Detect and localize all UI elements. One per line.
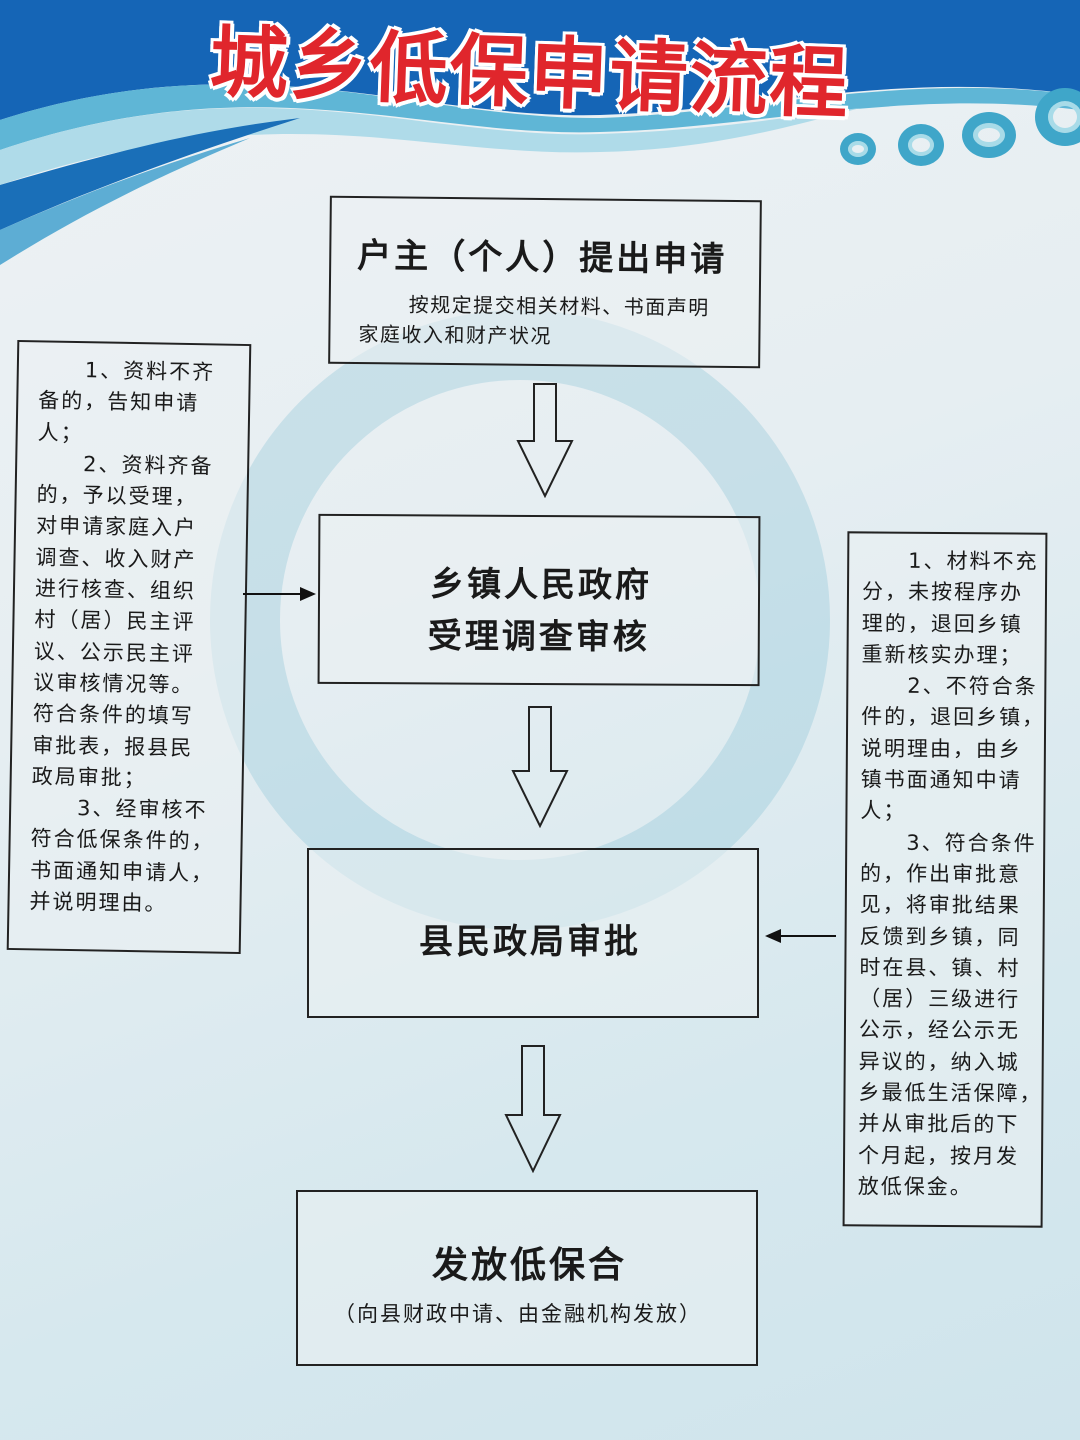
note-line: 2、不符合条 (861, 673, 1038, 699)
note-line: 反馈到乡镇，同 (859, 923, 1021, 950)
note-line: 人； (37, 419, 84, 445)
note-line: 个月起，按月发 (857, 1143, 1020, 1169)
note-line: 并从审批后的下 (858, 1111, 1020, 1137)
note-line: 并说明理由。 (29, 889, 168, 916)
note-line: 备的，告知申请 (38, 388, 200, 416)
note-line: （居）三级进行 (859, 986, 1021, 1012)
banner-wave-graphic (0, 0, 1080, 265)
note-line: 2、资料齐备 (36, 451, 214, 479)
step-apply-title: 户主（个人）提出申请 (357, 236, 728, 280)
note-line: 的，予以受理， (36, 482, 198, 510)
left-note-text: 1、资料不齐备的，告知申请人； 2、资料齐备的，予以受理， 对申请家庭入户调查、收… (29, 354, 241, 921)
note-line: 时在县、镇、村 (859, 955, 1021, 981)
note-line: 1、资料不齐 (38, 357, 216, 385)
step-payment-box: 发放低保合 （向县财政中请、由金融机构发放） (296, 1190, 758, 1366)
note-line: 理的，退回乡镇 (861, 611, 1023, 637)
note-line: 书面通知申请人， (29, 858, 215, 886)
ring-icon (898, 124, 944, 166)
note-line: 重新核实办理； (861, 642, 1023, 668)
note-line: 分，未按程序办 (861, 579, 1024, 605)
note-line: 符合低保条件的， (30, 826, 215, 854)
note-line: 人； (860, 798, 907, 824)
note-line: 政局审批； (31, 764, 147, 791)
down-arrow-icon (516, 383, 574, 498)
note-line: 村（居）民主评 (34, 607, 196, 635)
note-line: 议审核情况等。 (33, 670, 195, 698)
down-arrow-icon (504, 1045, 562, 1173)
step-payment-subtitle: （向县财政中请、由金融机构发放） (334, 1302, 702, 1326)
step-payment-title: 发放低保合 (432, 1245, 628, 1286)
left-arrow-head (765, 929, 781, 943)
step-county-title: 县民政局审批 (419, 922, 641, 962)
note-line: 放低保金。 (857, 1174, 973, 1200)
step-apply-desc-line2: 家庭收入和财产状况 (358, 322, 553, 349)
step-apply-desc-line1: 按规定提交相关材料、书面声明 (408, 292, 710, 320)
left-note-box: 1、资料不齐备的，告知申请人； 2、资料齐备的，予以受理， 对申请家庭入户调查、收… (6, 340, 252, 954)
ring-icon (840, 133, 876, 165)
step-apply-box: 户主（个人）提出申请 按规定提交相关材料、书面声明 家庭收入和财产状况 (328, 195, 762, 369)
left-arrow-icon (780, 935, 836, 937)
step-township-title-line1: 乡镇人民政府 (429, 564, 653, 606)
note-line: 审批表，报县民 (32, 732, 194, 760)
step-county-box: 县民政局审批 (307, 848, 759, 1018)
note-line: 乡最低生活保障， (858, 1080, 1043, 1106)
note-line: 见，将审批结果 (859, 892, 1021, 918)
note-line: 公示，经公示无 (858, 1017, 1021, 1043)
step-township-title-line2: 受理调查审核 (427, 616, 650, 658)
ring-icon (962, 112, 1016, 158)
right-arrow-head (300, 587, 316, 601)
note-line: 3、经审核不 (30, 795, 208, 823)
right-note-box: 1、材料不充分，未按程序办理的，退回乡镇重新核实办理； 2、不符合条件的，退回乡… (842, 531, 1048, 1228)
note-line: 1、材料不充 (862, 548, 1039, 574)
note-line: 调查、收入财产 (35, 545, 197, 572)
note-line: 进行核查、组织 (34, 576, 197, 604)
note-line: 对申请家庭入户 (35, 513, 198, 541)
note-line: 异议的，纳入城 (858, 1049, 1020, 1075)
note-line: 议、公示民主评 (33, 639, 196, 666)
note-line: 的，作出审批意 (859, 861, 1022, 887)
right-note-text: 1、材料不充分，未按程序办理的，退回乡镇重新核实办理； 2、不符合条件的，退回乡… (857, 545, 1046, 1203)
note-line: 镇书面通知中请 (860, 767, 1022, 793)
step-township-box: 乡镇人民政府 受理调查审核 (317, 513, 761, 687)
down-arrow-icon (511, 706, 569, 828)
note-line: 符合条件的填写 (32, 701, 195, 729)
header-banner: 城乡低保申请流程 (0, 0, 1080, 270)
note-line: 3、符合条件 (860, 830, 1037, 856)
note-line: 说明理由，由乡 (860, 736, 1022, 762)
right-arrow-icon (243, 593, 305, 595)
note-line: 件的，退回乡镇， (861, 704, 1046, 731)
